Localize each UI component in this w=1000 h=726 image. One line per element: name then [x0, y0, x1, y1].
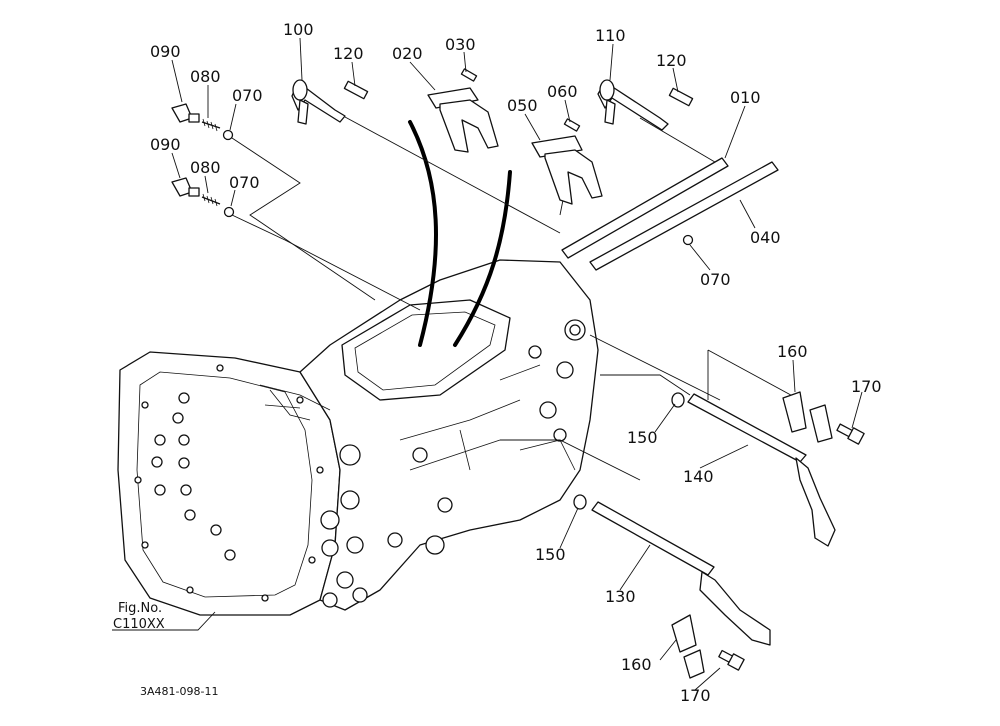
callout-050: 050	[507, 96, 538, 115]
shift-arm-100	[291, 79, 346, 125]
callout-160: 160	[621, 655, 652, 674]
bolt-170-a	[836, 423, 865, 445]
spring-080-b	[201, 196, 221, 205]
fig-no-label: Fig.No.	[118, 601, 162, 616]
pin-030	[460, 68, 478, 82]
spring-080-a	[201, 121, 221, 129]
callout-080: 080	[190, 158, 221, 177]
callout-160: 160	[777, 342, 808, 361]
callout-070: 070	[700, 270, 731, 289]
callout-120: 120	[656, 51, 687, 70]
lever-arm-140	[795, 457, 836, 547]
callout-070: 070	[229, 173, 260, 192]
bracket-160-b	[671, 614, 705, 679]
o-ring-150-a	[671, 392, 685, 408]
callout-070: 070	[232, 86, 263, 105]
callout-040: 040	[750, 228, 781, 247]
callout-030: 030	[445, 35, 476, 54]
shift-rod-040	[589, 161, 779, 271]
callout-090: 090	[150, 42, 181, 61]
bolt-170-b	[718, 649, 745, 671]
callout-120: 120	[333, 44, 364, 63]
detent-plug-090-b	[171, 177, 200, 197]
shift-fork-020	[427, 87, 499, 153]
shift-cable-a	[408, 120, 439, 347]
callout-010: 010	[730, 88, 761, 107]
callout-080: 080	[190, 67, 221, 86]
callout-090: 090	[150, 135, 181, 154]
callout-060: 060	[547, 82, 578, 101]
callout-leaders	[112, 37, 863, 691]
o-ring-150-b	[573, 494, 587, 510]
callout-140: 140	[683, 467, 714, 486]
shaft-140	[687, 393, 807, 463]
ball-070-b	[223, 206, 235, 218]
callout-130: 130	[605, 587, 636, 606]
callout-numbers: 090 080 070 090 080 070 100 120 020 030 …	[150, 20, 882, 705]
shift-cable-b	[453, 170, 512, 347]
pin-120-a	[343, 80, 369, 100]
drawing-code: 3A481-098-11	[140, 685, 218, 698]
shift-fork-050	[531, 135, 603, 205]
bracket-160-a	[782, 391, 833, 443]
detent-plug-090-a	[171, 103, 200, 123]
callout-100: 100	[283, 20, 314, 39]
ball-070-a	[222, 129, 234, 141]
reference-lines	[231, 116, 801, 481]
lever-arm-130	[699, 571, 771, 646]
callout-170: 170	[851, 377, 882, 396]
fig-no-value: C110XX	[113, 617, 165, 632]
transmission-housing	[117, 259, 599, 616]
callout-170: 170	[680, 686, 711, 705]
pin-120-b	[668, 87, 694, 107]
shift-arm-110	[597, 79, 669, 131]
shift-rod-010	[561, 157, 729, 259]
shaft-130	[591, 501, 715, 576]
pin-060	[563, 118, 581, 132]
callout-020: 020	[392, 44, 423, 63]
callout-150: 150	[627, 428, 658, 447]
callout-150: 150	[535, 545, 566, 564]
callout-110: 110	[595, 26, 626, 45]
ball-070-c	[682, 234, 694, 246]
